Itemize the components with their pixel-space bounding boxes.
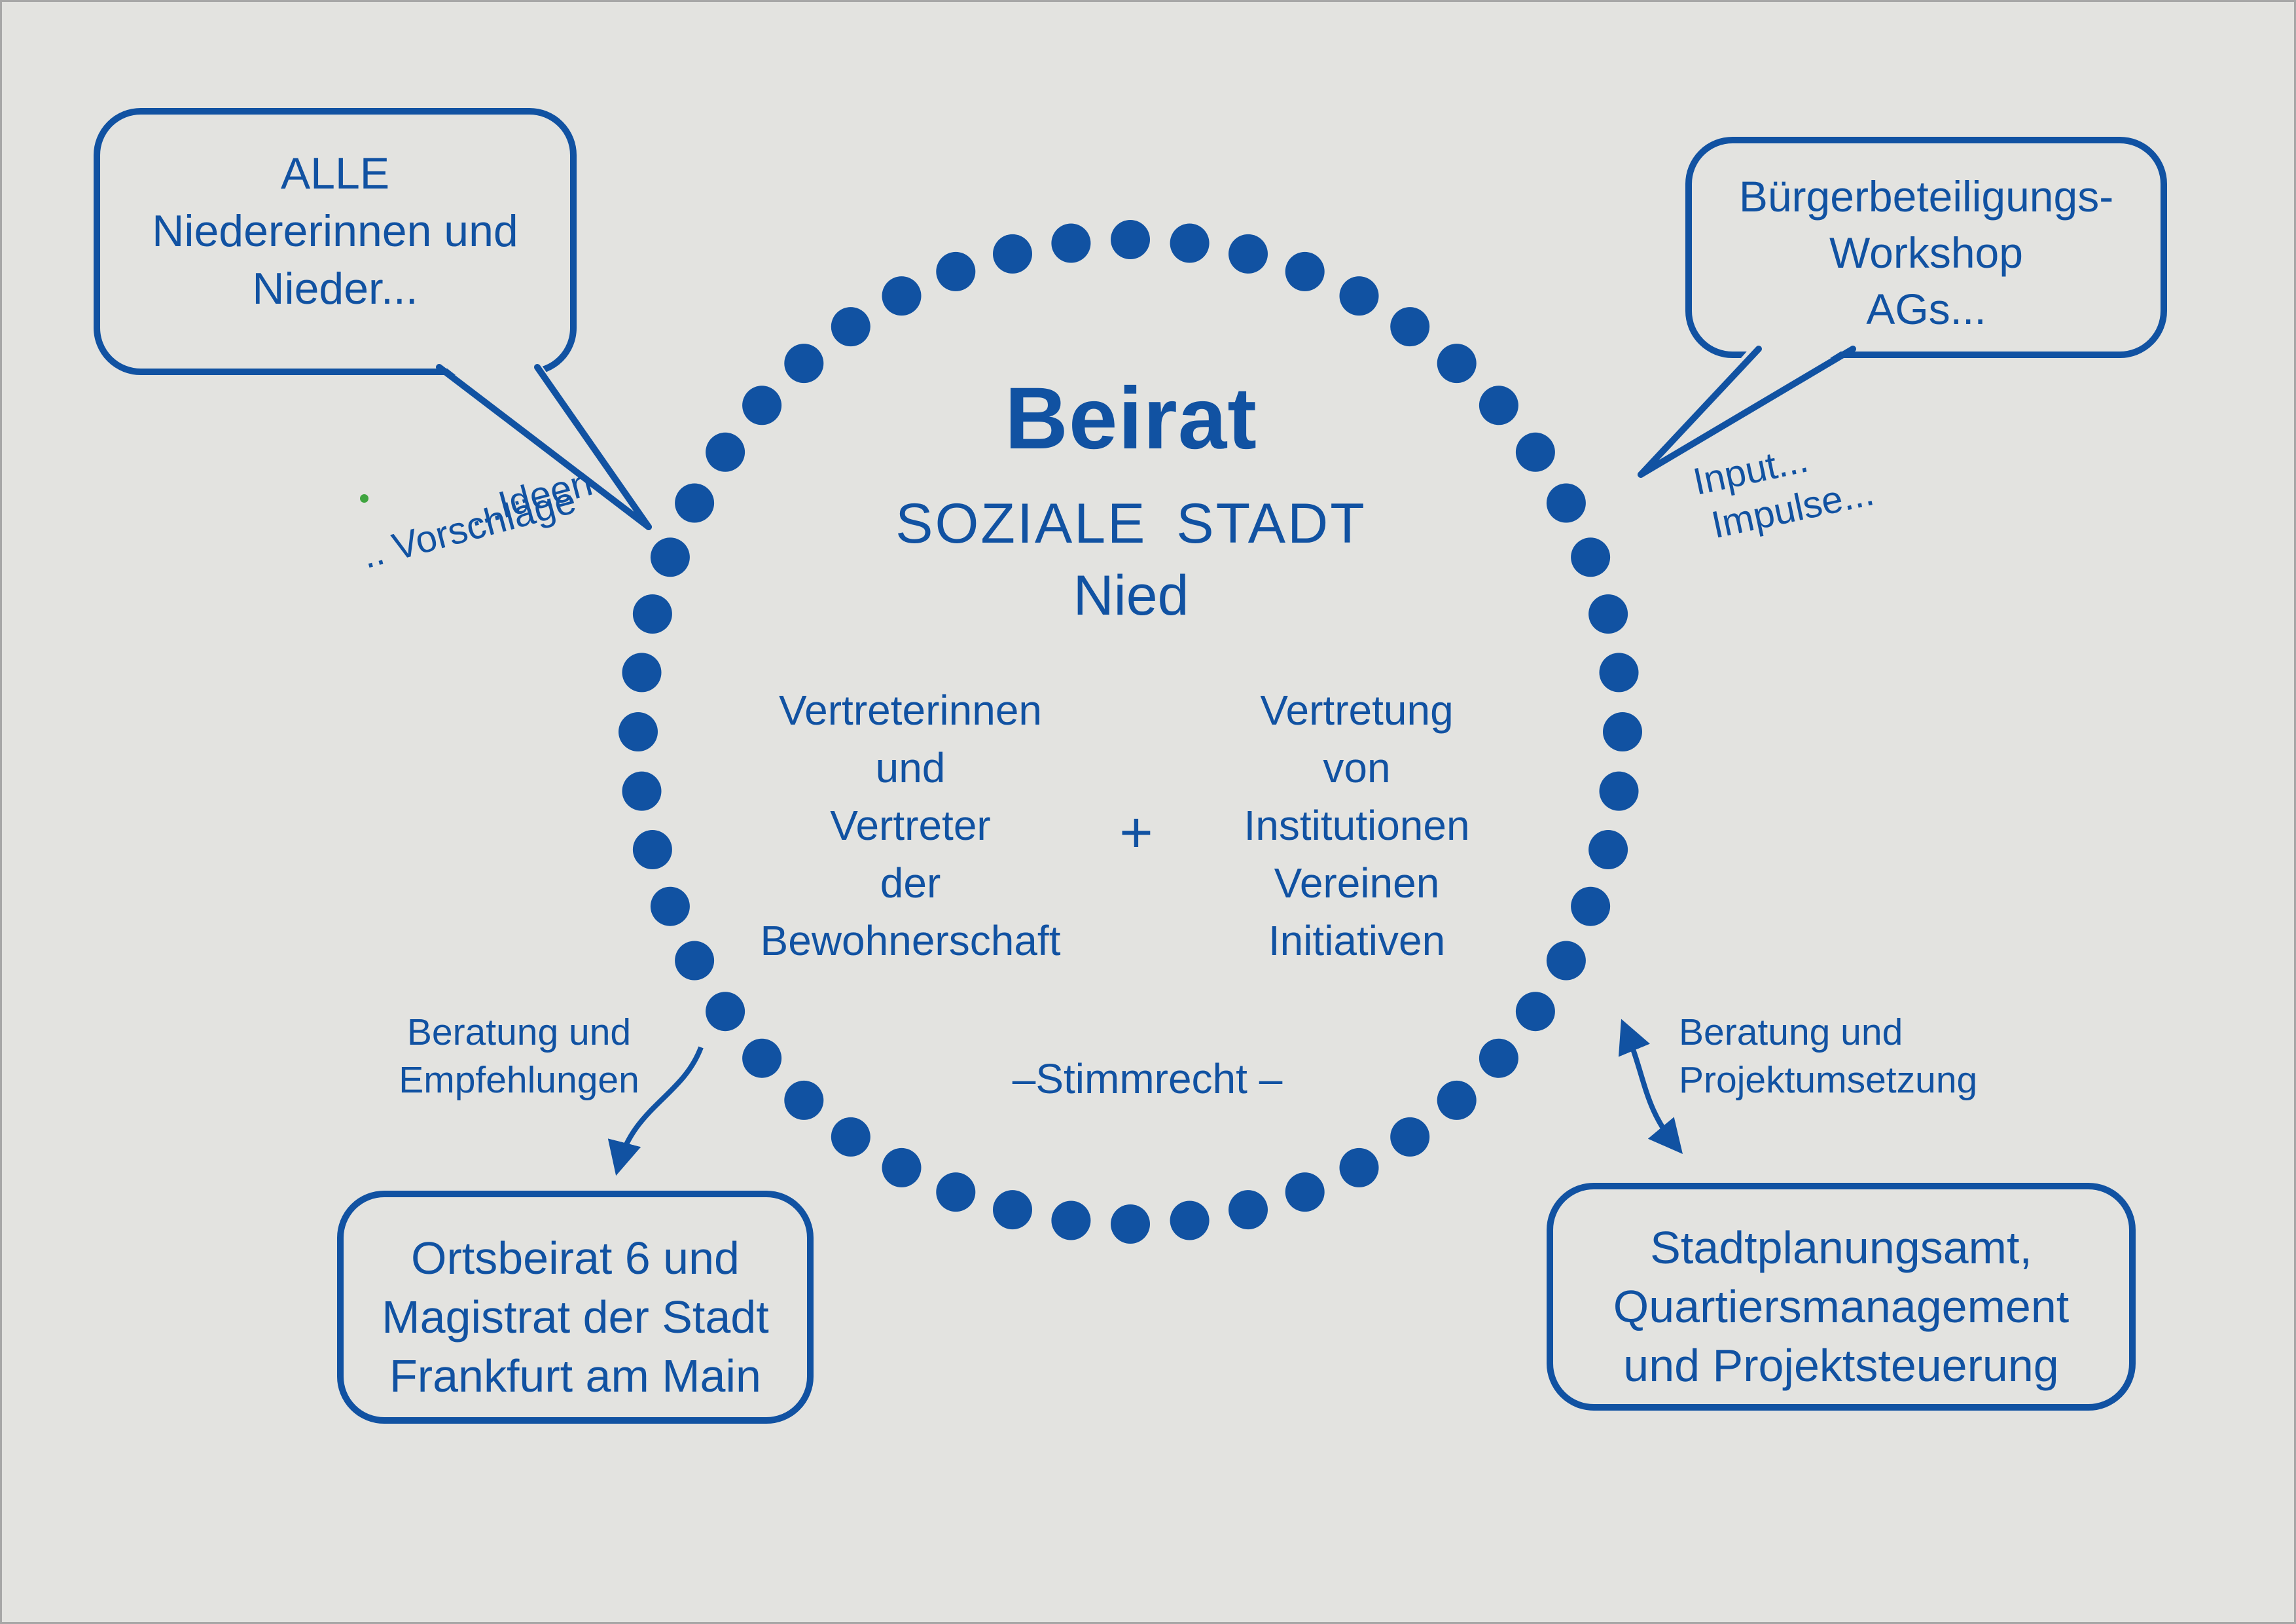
ring-dot [632,594,672,634]
ring-dot [1603,712,1642,751]
speech-bubble-all-residents: ALLE Niedererinnen und Nieder... [94,108,577,375]
box-line: Frankfurt am Main [389,1350,761,1401]
ring-dot [1571,886,1611,926]
circle-subtitle: SOZIALE STADT [895,492,1367,555]
ring-dot [993,1190,1032,1230]
ring-dot [1588,594,1628,634]
bubble-line: Bürgerbeteiligungs- [1738,172,2114,221]
ring-dot [1111,1204,1150,1244]
members-residents-column: Vertreterinnen und Vertreter der Bewohne… [708,681,1113,969]
ring-dot [650,537,690,577]
column-line: Bewohnerschaft [760,917,1061,964]
ring-dot [622,653,662,693]
ring-dot [882,1147,922,1187]
ring-dot [622,771,662,811]
ring-dot [632,830,672,869]
ring-dot [1229,1190,1268,1230]
speech-bubble-workshops: Bürgerbeteiligungs- Workshop AGs... [1685,137,2167,358]
box-line: Quartiersmanagement [1613,1281,2070,1332]
ring-dot [993,234,1032,274]
box-line: Ortsbeirat 6 und [411,1233,740,1284]
ring-dot [882,276,922,316]
ring-dot [1479,386,1518,425]
column-line: Institutionen [1244,802,1470,849]
ring-dot [675,483,715,523]
box-line: Magistrat der Stadt [382,1291,769,1343]
box-ortsbeirat-magistrat: Ortsbeirat 6 und Magistrat der Stadt Fra… [337,1191,814,1424]
ring-dot [1515,992,1555,1032]
voting-right-note: –Stimmrecht – [1012,1055,1283,1102]
ring-dot [1546,483,1586,523]
circle-title: Beirat [1005,370,1257,467]
ring-dot [831,1117,870,1157]
ring-dot [1588,830,1628,869]
bubble-line: Workshop [1829,228,2023,277]
ring-dot [1051,223,1091,263]
label-beratung-empfehlungen: Beratung und Empfehlungen [365,1009,673,1104]
ring-dot [1339,276,1379,316]
members-institutions-column: Vertretung von Institutionen Vereinen In… [1154,681,1560,969]
ring-dot [619,712,658,751]
ring-dot [1437,1080,1477,1120]
label-line: Beratung und [1679,1011,1903,1053]
ring-dot [831,307,870,347]
ring-dot [1390,1117,1430,1157]
ring-dot [1339,1147,1379,1187]
ring-dot [1515,432,1555,472]
column-line: Vereinen [1274,859,1440,907]
ring-dot [706,992,745,1032]
ring-dot [742,386,782,425]
ring-dot [1285,251,1325,291]
ring-dot [1229,234,1268,274]
ring-dot [784,1080,824,1120]
bubble-line: Nieder... [252,264,418,314]
box-stadtplanungsamt: Stadtplanungsamt, Quartiersmanagement un… [1547,1183,2136,1411]
arrow-stadtplanungsamt-double [1618,1019,1683,1154]
box-line: Stadtplanungsamt, [1650,1222,2032,1273]
label-line: Empfehlungen [399,1059,639,1101]
column-line: Initiativen [1268,917,1446,964]
ring-dot [1111,220,1150,259]
label-line: Projektumsetzung [1679,1059,1978,1101]
ring-dot [1170,1200,1210,1240]
ring-dot [936,251,976,291]
ring-dot [1599,653,1639,693]
ring-dot [936,1172,976,1212]
ring-dot [1051,1200,1091,1240]
bubble-line: AGs... [1866,285,1986,333]
ring-dot [1170,223,1210,263]
ring-dot [1390,307,1430,347]
box-line: und Projektsteuerung [1623,1340,2059,1391]
plus-sign: + [1119,800,1153,865]
column-line: von [1323,744,1391,791]
ring-dot [1571,537,1611,577]
label-line: Beratung und [406,1011,632,1053]
ring-dot [742,1038,782,1078]
bubble-line: ALLE [280,149,390,198]
circle-subtitle-district: Nied [1073,564,1189,627]
column-line: und [875,744,946,791]
column-line: Vertretung [1260,687,1454,734]
bubble-line: Niedererinnen und [152,206,518,256]
ring-dot [706,432,745,472]
label-beratung-projektumsetzung: Beratung und Projektumsetzung [1679,1009,2085,1104]
ring-dot [1285,1172,1325,1212]
column-line: der [880,859,941,907]
column-line: Vertreter [830,802,991,849]
ring-dot [1599,771,1639,811]
ring-dot [650,886,690,926]
ring-dot [1479,1038,1518,1078]
green-dot-artifact [360,494,368,503]
column-line: Vertreterinnen [778,687,1043,734]
